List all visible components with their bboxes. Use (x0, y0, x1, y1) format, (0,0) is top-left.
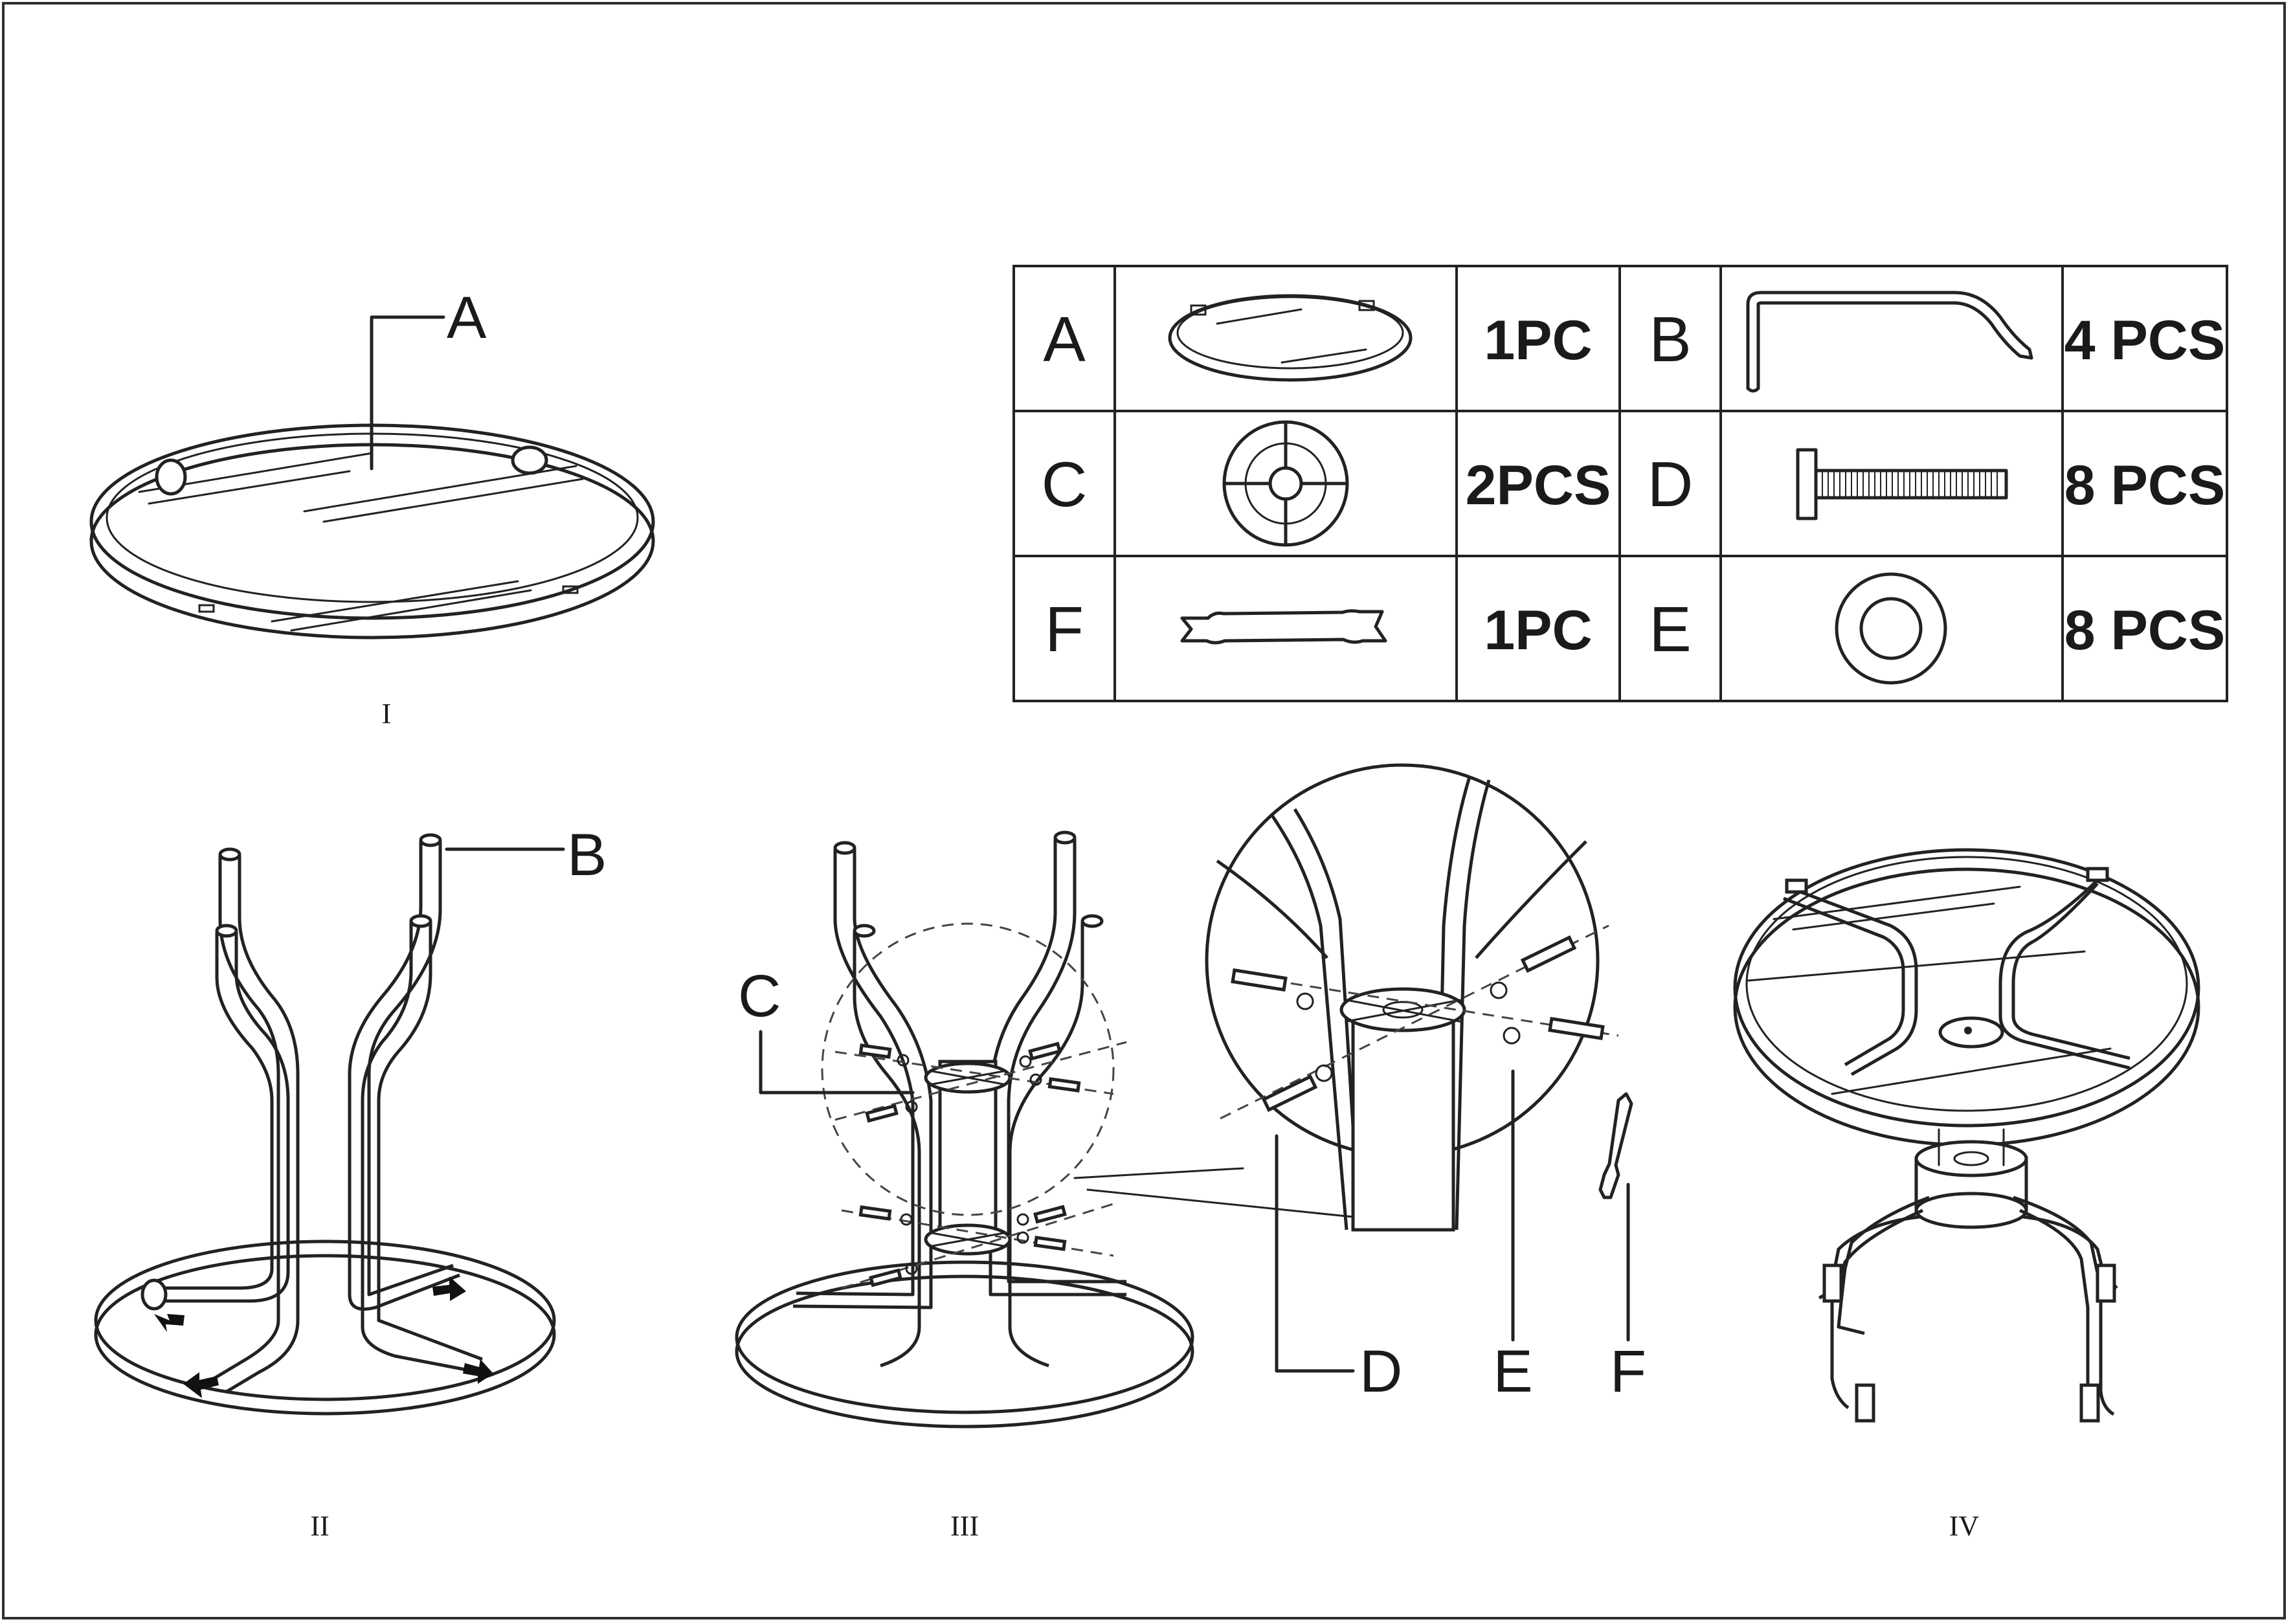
step-2-numeral: II (310, 1510, 329, 1542)
part-e-label: E (1649, 594, 1691, 665)
bolt-icon (834, 1041, 1127, 1289)
part-e-qty: 8 PCS (2064, 599, 2226, 662)
step-3-hub-assembly: C (735, 763, 1646, 1542)
bolt-icon (1796, 448, 2008, 520)
part-a-label: A (1043, 304, 1086, 375)
leg-hub-icon (1914, 1140, 2028, 1229)
callout-d: D (1359, 1339, 1402, 1405)
part-b-qty: 4 PCS (2064, 309, 2226, 372)
wrench-icon (1180, 609, 1387, 645)
bolt-icon (1231, 935, 1605, 1112)
wrench-icon (1598, 1092, 1633, 1199)
part-d-label: D (1648, 449, 1694, 520)
part-c-qty: 2PCS (1466, 454, 1611, 517)
part-f-qty: 1PC (1484, 599, 1592, 662)
direction-arrow-icon (154, 1276, 493, 1398)
callout-c: C (738, 963, 781, 1029)
step-4-numeral: IV (1949, 1510, 1980, 1542)
step-3-numeral: III (950, 1510, 979, 1542)
curved-leg-icon (1746, 291, 2033, 393)
callout-e: E (1493, 1339, 1532, 1405)
part-b-label: B (1649, 304, 1691, 375)
step-4-finished-table: IV (1733, 848, 2200, 1542)
callout-f: F (1610, 1339, 1646, 1405)
part-d-qty: 8 PCS (2064, 454, 2226, 517)
part-f-label: F (1045, 594, 1084, 665)
parts-table: A 1PC B 4 PCS C 2PCS D (1012, 265, 2228, 702)
callout-b: B (567, 822, 607, 888)
washer-icon (1296, 981, 1521, 1082)
leg-hub-icon (924, 1060, 1012, 1256)
glass-tabletop-icon (1168, 294, 1413, 382)
hub-detail-zoom (1205, 763, 1633, 1232)
step-1-numeral: I (382, 698, 392, 729)
curved-leg-icon (1783, 867, 2131, 1076)
washer-icon (1835, 572, 1947, 685)
step-2-legs-in-ring: B II (94, 822, 607, 1542)
curved-leg-icon (1818, 1196, 2118, 1423)
curved-leg-icon (140, 833, 483, 1394)
callout-a: A (447, 285, 487, 351)
part-a-qty: 1PC (1484, 309, 1592, 372)
washer-icon (897, 1054, 1042, 1275)
leg-hub-icon (1222, 420, 1349, 547)
step-1-glass-top: A I (89, 285, 655, 729)
part-c-label: C (1042, 449, 1088, 520)
glass-tabletop-icon (1733, 848, 2200, 1147)
